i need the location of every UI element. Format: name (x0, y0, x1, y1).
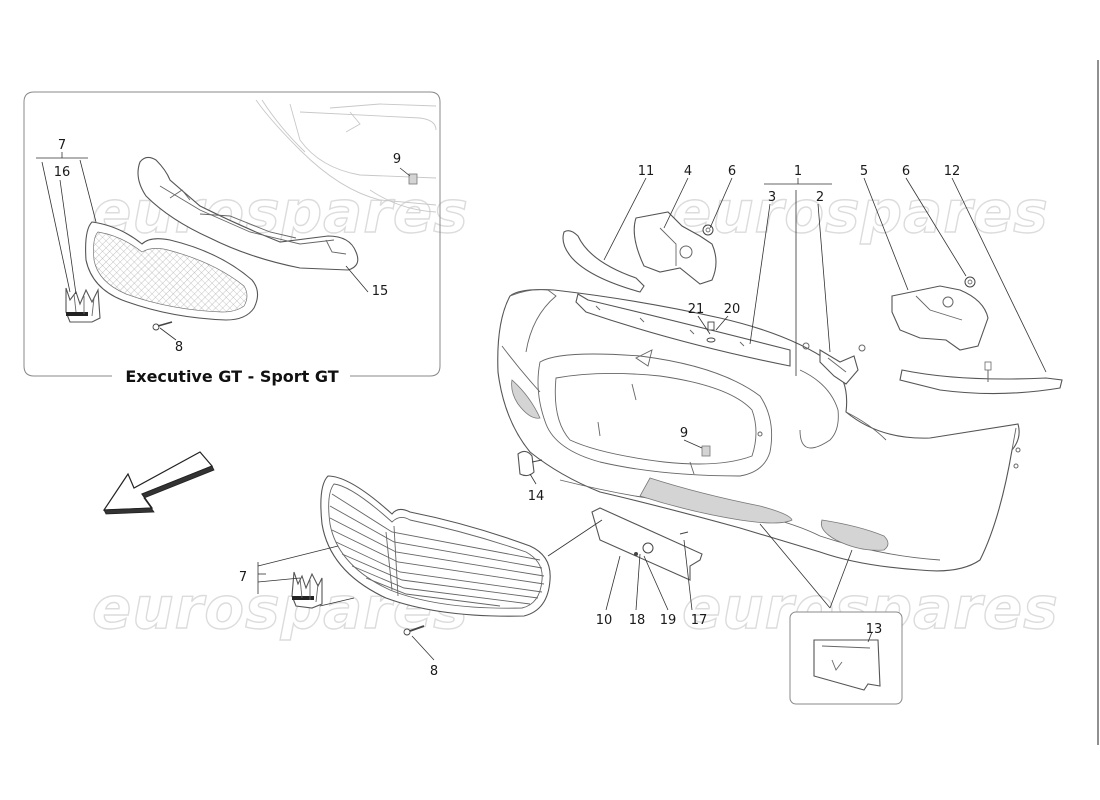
inset-clip (408, 173, 418, 185)
callout-9: 9 (680, 426, 688, 441)
callout-18: 18 (629, 613, 646, 628)
callout-3: 3 (768, 190, 776, 205)
inset-title: Executive GT - Sport GT (125, 367, 338, 386)
main-bumper (497, 289, 1021, 572)
nut-left (702, 224, 714, 236)
main-clip (701, 445, 711, 457)
right-bracket (891, 285, 989, 351)
detail-box: 13 (789, 611, 903, 705)
watermark-2: eurospares (672, 178, 1049, 246)
bolt-and-washer (706, 321, 716, 343)
inset-mesh-grille (85, 221, 259, 321)
left-trim-strip (562, 230, 645, 293)
callout-6-left: 6 (728, 164, 736, 179)
callout-8: 8 (430, 664, 438, 679)
callout-13: 13 (866, 622, 883, 637)
callout-12: 12 (944, 164, 961, 179)
fog-lamp-cover-right (820, 519, 889, 551)
inset-callout-9: 9 (393, 152, 401, 167)
main-grille (320, 475, 551, 617)
callout-1: 1 (794, 164, 802, 179)
inset-frame (23, 91, 441, 377)
main-trident-badge (291, 571, 323, 609)
callout-5: 5 (860, 164, 868, 179)
lower-grille-strip (639, 477, 793, 524)
callout-2: 2 (816, 190, 824, 205)
license-plate-holder (591, 507, 703, 581)
direction-arrow (102, 451, 215, 515)
callout-17: 17 (691, 613, 708, 628)
inset-callout-8: 8 (175, 340, 183, 355)
fog-lamp-cover-detail (813, 639, 881, 691)
fog-lamp-cover-left (511, 379, 541, 419)
inset-callout-16: 16 (54, 165, 71, 180)
tow-hook-cap (517, 450, 543, 477)
callout-20: 20 (724, 302, 741, 317)
callout-14: 14 (528, 489, 545, 504)
left-bracket (633, 211, 717, 285)
inset-bumper-insert (137, 156, 359, 271)
leader-lines (257, 177, 1047, 661)
inset-trident-badge (65, 287, 101, 323)
side-bracket (802, 342, 866, 385)
callout-11: 11 (638, 164, 655, 179)
inset-panel: Executive GT - Sport GT (23, 91, 441, 386)
main-screw (403, 625, 425, 636)
inset-screw (152, 321, 173, 331)
callout-6-right: 6 (902, 164, 910, 179)
callout-19: 19 (660, 613, 677, 628)
callout-21: 21 (688, 302, 705, 317)
right-trim-strip (899, 369, 1063, 395)
inset-callout-15: 15 (372, 284, 389, 299)
inset-callout-7: 7 (58, 138, 66, 153)
upper-reinforcement-strip (575, 293, 791, 367)
side-screw (984, 361, 992, 382)
callout-7: 7 (239, 570, 247, 585)
inset-ghost-car (255, 99, 437, 213)
callout-10: 10 (596, 613, 613, 628)
nut-right (964, 276, 976, 288)
callout-4: 4 (684, 164, 692, 179)
